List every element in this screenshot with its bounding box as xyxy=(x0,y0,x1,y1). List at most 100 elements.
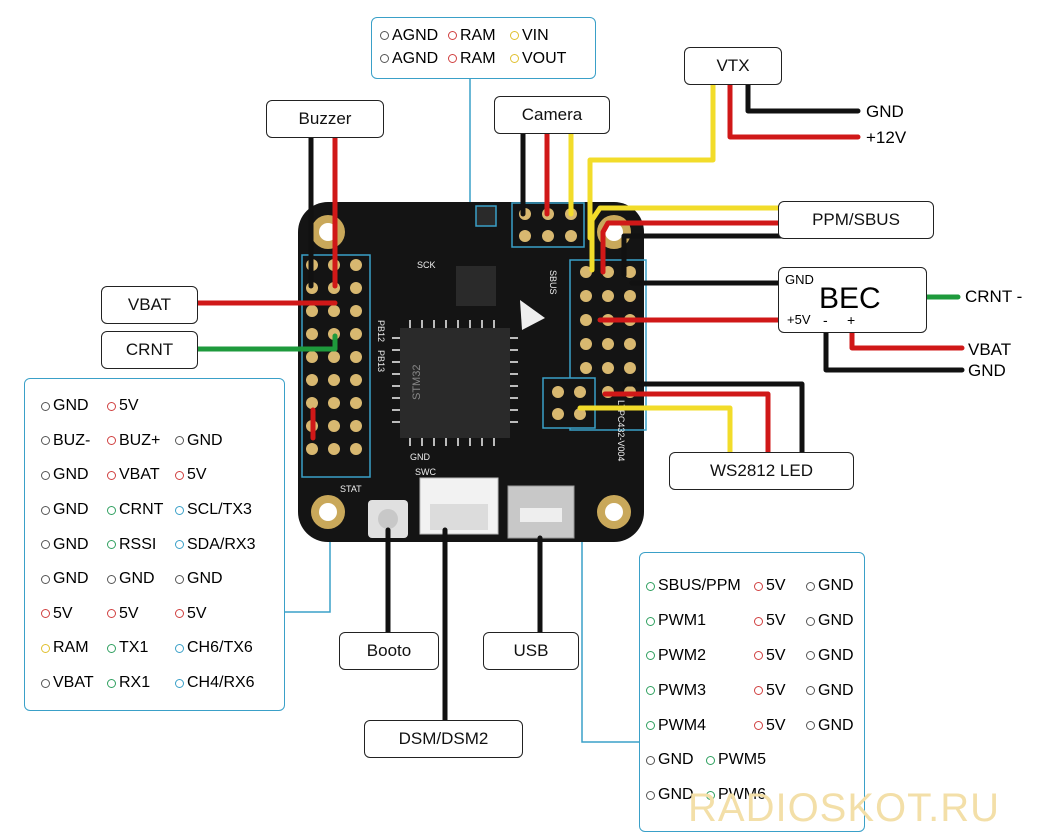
left-pin-label: GND xyxy=(53,501,89,519)
right-pin: GND xyxy=(806,682,866,700)
left-pin-label: RSSI xyxy=(119,535,157,553)
top-pin-label: RAM xyxy=(460,26,496,44)
svg-text:STM32: STM32 xyxy=(411,365,423,400)
bec-5v-pin: +5V xyxy=(787,312,811,327)
left-pin-label: BUZ- xyxy=(53,431,91,449)
right-pin: PWM1 xyxy=(646,612,754,630)
left-pin: GND xyxy=(41,466,107,484)
pin-dot-icon xyxy=(175,470,184,480)
left-pin-label: RX1 xyxy=(119,674,151,692)
pin-dot-icon xyxy=(175,436,184,446)
left-pin: BUZ+ xyxy=(107,432,175,450)
right-pin: PWM3 xyxy=(646,682,754,700)
left-row: GND CRNT SCL/TX3 xyxy=(41,493,275,528)
right-pin-label: PWM3 xyxy=(658,681,706,699)
svg-text:SBUS: SBUS xyxy=(548,270,558,295)
silkscreen: SCK PB12 PB13 SBUS GND SWC STAT LTPC432-… xyxy=(340,260,626,494)
right-pin: 5V xyxy=(754,647,806,665)
right-extra-pin-label: GND xyxy=(658,751,694,769)
bec-crnt-label: CRNT - xyxy=(965,287,1023,306)
buzzer-text: Buzzer xyxy=(298,109,352,128)
pin-dot-icon xyxy=(646,755,655,765)
right-pin-label: 5V xyxy=(766,612,786,630)
left-pin-label: SCL/TX3 xyxy=(187,501,252,519)
pin-dot-icon xyxy=(646,651,655,661)
right-pin-label: PWM2 xyxy=(658,646,706,664)
left-pin: 5V xyxy=(175,466,275,484)
left-pin: GND xyxy=(41,397,107,415)
dsm-label: DSM/DSM2 xyxy=(364,720,523,758)
right-pin: SBUS/PPM xyxy=(646,577,754,595)
bec-plus: + xyxy=(847,312,856,328)
pin-dot-icon xyxy=(448,54,457,63)
watermark: RADIOSKOT.RU xyxy=(688,786,1001,830)
top-pin-label: VOUT xyxy=(522,49,567,67)
pin-dot-icon xyxy=(41,609,50,619)
svg-text:PB12: PB12 xyxy=(376,320,386,342)
pin-dot-icon xyxy=(107,436,116,446)
right-pin: 5V xyxy=(754,577,806,595)
pin-dot-icon xyxy=(380,54,389,63)
pin-dot-icon xyxy=(754,651,763,661)
left-pin: CRNT xyxy=(107,501,175,519)
pin-dot-icon xyxy=(107,643,116,653)
left-pin-label: VBAT xyxy=(119,466,160,484)
bec-minus: - xyxy=(823,312,828,328)
buzzer-label: Buzzer xyxy=(266,100,384,138)
right-pin: GND xyxy=(806,647,866,665)
pin-dot-icon xyxy=(380,31,389,40)
top-pin-label: AGND xyxy=(392,26,439,44)
top-pin-label: VIN xyxy=(522,26,549,44)
right-pin-label: 5V xyxy=(766,716,786,734)
left-pin: SDA/RX3 xyxy=(175,536,275,554)
right-pin-label: PWM4 xyxy=(658,716,706,734)
dsm-text: DSM/DSM2 xyxy=(398,729,489,748)
vtx-label: VTX xyxy=(684,47,782,85)
pin-dot-icon xyxy=(754,616,763,626)
bec-gnd-pin: GND xyxy=(785,272,814,287)
pin-dot-icon xyxy=(107,470,116,480)
pin-dot-icon xyxy=(754,686,763,696)
crnt-label: CRNT xyxy=(101,331,198,369)
pin-dot-icon xyxy=(107,401,116,411)
direction-arrow xyxy=(520,300,545,330)
left-pin-label: GND xyxy=(187,431,223,449)
pin-dot-icon xyxy=(175,505,184,515)
right-pin-label: 5V xyxy=(766,577,786,595)
left-pin-label: GND xyxy=(119,570,155,588)
svg-text:PB13: PB13 xyxy=(376,350,386,372)
left-pin-label: SDA/RX3 xyxy=(187,535,256,553)
left-pin-label: GND xyxy=(53,466,89,484)
right-extra-pin-label: PWM6 xyxy=(718,786,766,804)
ppm-sbus-text: PPM/SBUS xyxy=(812,210,900,229)
right-pin-label: GND xyxy=(818,646,854,664)
left-pin: GND xyxy=(41,536,107,554)
bec-vbat-label: VBAT xyxy=(968,340,1012,359)
right-extra-pin: PWM5 xyxy=(706,751,806,769)
pin-dot-icon xyxy=(41,574,50,584)
pin-dot-icon xyxy=(175,609,184,619)
right-pin: PWM2 xyxy=(646,647,754,665)
svg-text:GND: GND xyxy=(410,452,431,462)
left-pin: 5V xyxy=(175,605,275,623)
pin-dot-icon xyxy=(646,790,655,800)
left-pin-label: GND xyxy=(187,570,223,588)
mcu-chip xyxy=(400,328,510,438)
pin-dot-icon xyxy=(806,686,815,696)
left-pin-label: VBAT xyxy=(53,674,94,692)
right-pin: 5V xyxy=(754,717,806,735)
top-pin-label: AGND xyxy=(392,49,439,67)
vtx-12v-label: +12V xyxy=(866,128,907,147)
flight-controller-board: SCK PB12 PB13 SBUS GND SWC STAT LTPC432-… xyxy=(298,202,647,542)
vbat-text: VBAT xyxy=(127,295,172,314)
svg-text:SCK: SCK xyxy=(417,260,436,270)
